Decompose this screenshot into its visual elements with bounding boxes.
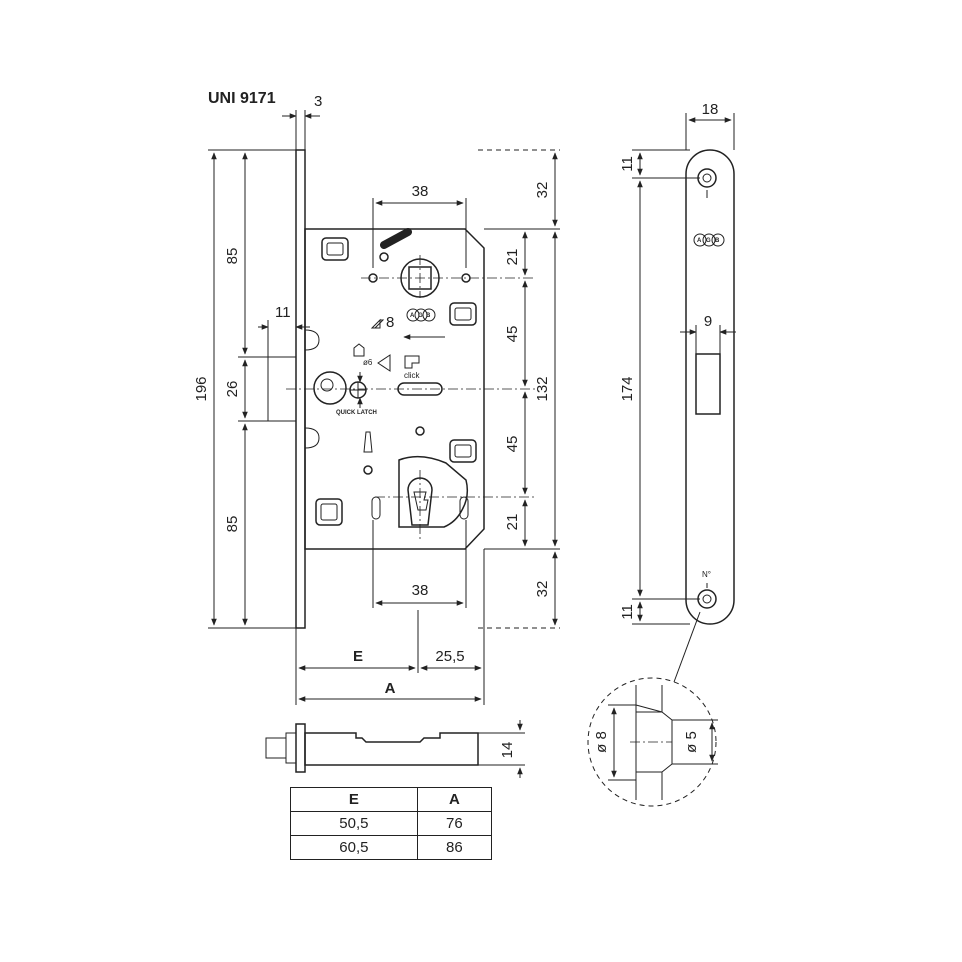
table-cell: 50,5 bbox=[290, 811, 418, 836]
dim-side-width: 18 bbox=[702, 101, 719, 118]
faceplate-side bbox=[685, 149, 735, 625]
dim-key-to-bottom: 21 bbox=[504, 514, 521, 531]
dim-case-depth: A bbox=[385, 680, 396, 697]
dim-spindle-to-latch: 45 bbox=[504, 326, 521, 343]
dim-key-offset: 25,5 bbox=[435, 648, 464, 665]
dim-latch-to-key: 45 bbox=[504, 436, 521, 453]
dim-key-width: 38 bbox=[412, 582, 429, 599]
dim-screw-top: 11 bbox=[619, 156, 636, 172]
dim-thickness: 14 bbox=[499, 742, 516, 759]
dim-top-offset: 32 bbox=[534, 182, 551, 199]
dim-height-total: 196 bbox=[193, 376, 210, 401]
table-header-row: E A bbox=[290, 787, 493, 812]
serial-number-label: N° bbox=[702, 570, 711, 579]
dim-faceplate-thickness: 3 bbox=[314, 93, 322, 110]
dim-height-lower: 85 bbox=[224, 516, 241, 533]
dim-height-upper: 85 bbox=[224, 248, 241, 265]
dimension-table: E A 50,5 76 60,5 86 bbox=[290, 787, 493, 860]
dim-latch-width: 9 bbox=[704, 313, 712, 330]
table-header-e: E bbox=[290, 787, 418, 812]
table-cell: 86 bbox=[416, 835, 493, 860]
table-header-a: A bbox=[416, 787, 493, 812]
dim-backset: E bbox=[353, 648, 363, 665]
dim-spindle-to-top: 21 bbox=[504, 249, 521, 266]
dim-inner-diameter: ø 5 bbox=[683, 731, 700, 753]
svg-text:A: A bbox=[697, 238, 702, 244]
dim-outer-diameter: ø 8 bbox=[593, 731, 610, 753]
svg-text:B: B bbox=[715, 238, 720, 244]
screw-hole-detail: ø 8 ø 5 bbox=[587, 677, 718, 807]
table-cell: 60,5 bbox=[290, 835, 418, 860]
click-label: click bbox=[404, 371, 421, 380]
lock-case bbox=[304, 228, 485, 550]
spindle-square-label: 8 bbox=[386, 314, 394, 331]
dim-latch-projection: 11 bbox=[275, 304, 291, 321]
table-row: 60,5 86 bbox=[290, 835, 493, 860]
bottom-view: 14 bbox=[265, 720, 525, 778]
dim-side-length: 174 bbox=[619, 376, 636, 401]
dim-spindle-width: 38 bbox=[412, 183, 429, 200]
pin-label: ø6 bbox=[363, 358, 373, 367]
svg-text:B: B bbox=[426, 313, 431, 319]
svg-text:G: G bbox=[418, 313, 423, 319]
dim-case-height: 132 bbox=[534, 376, 551, 401]
standard-title: UNI 9171 bbox=[208, 90, 276, 107]
table-cell: 76 bbox=[416, 811, 493, 836]
dim-height-latch: 26 bbox=[224, 381, 241, 398]
dim-bottom-offset: 32 bbox=[534, 581, 551, 598]
svg-text:A: A bbox=[410, 313, 415, 319]
svg-text:G: G bbox=[706, 238, 711, 244]
dim-screw-bottom: 11 bbox=[619, 604, 636, 620]
quick-latch-label: QUICK LATCH bbox=[336, 410, 377, 416]
latch-opening bbox=[695, 353, 721, 415]
table-row: 50,5 76 bbox=[290, 811, 493, 836]
